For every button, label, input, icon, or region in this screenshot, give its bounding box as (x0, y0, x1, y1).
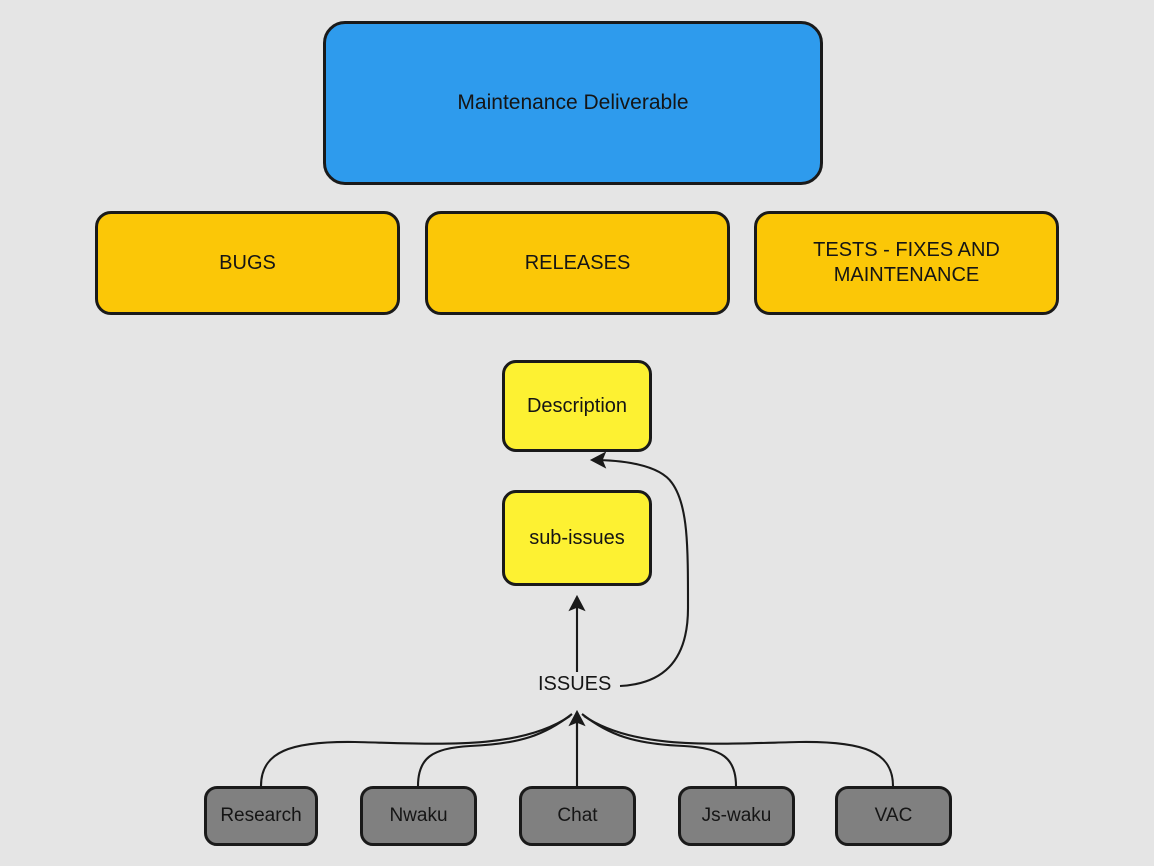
node-nwaku[interactable]: Nwaku (360, 786, 477, 846)
node-chat-label: Chat (557, 805, 598, 827)
node-sub-issues[interactable]: sub-issues (502, 490, 652, 586)
node-nwaku-label: Nwaku (389, 805, 448, 827)
edge-vac-to-issues (583, 715, 895, 787)
node-research[interactable]: Research (204, 786, 318, 846)
node-description[interactable]: Description (502, 360, 652, 452)
edge-issues-to-description (589, 451, 690, 688)
node-description-label: Description (526, 394, 628, 417)
node-vac[interactable]: VAC (835, 786, 952, 846)
edge-research-to-issues (259, 715, 571, 787)
node-sub-issues-label: sub-issues (529, 526, 625, 549)
node-tests-fixes-and-maintenance-label: TESTS - FIXES AND MAINTENANCE (813, 239, 1000, 286)
node-releases-label: RELEASES (524, 251, 631, 274)
node-maintenance-deliverable[interactable]: Maintenance Deliverable (323, 21, 823, 185)
node-maintenance-deliverable-label: Maintenance Deliverable (457, 90, 689, 114)
node-bugs-label: BUGS (219, 251, 276, 274)
node-js-waku[interactable]: Js-waku (678, 786, 795, 846)
node-chat[interactable]: Chat (519, 786, 636, 846)
node-tests-fixes-and-maintenance[interactable]: TESTS - FIXES AND MAINTENANCE (754, 211, 1059, 315)
node-bugs[interactable]: BUGS (95, 211, 400, 315)
node-vac-label: VAC (874, 805, 913, 827)
node-research-label: Research (220, 805, 302, 827)
edge-label-issues: ISSUES (536, 673, 614, 696)
node-js-waku-label: Js-waku (701, 805, 772, 827)
node-releases[interactable]: RELEASES (425, 211, 730, 315)
edge-jswaku-to-issues (581, 713, 738, 787)
edge-nwaku-to-issues (416, 713, 573, 787)
